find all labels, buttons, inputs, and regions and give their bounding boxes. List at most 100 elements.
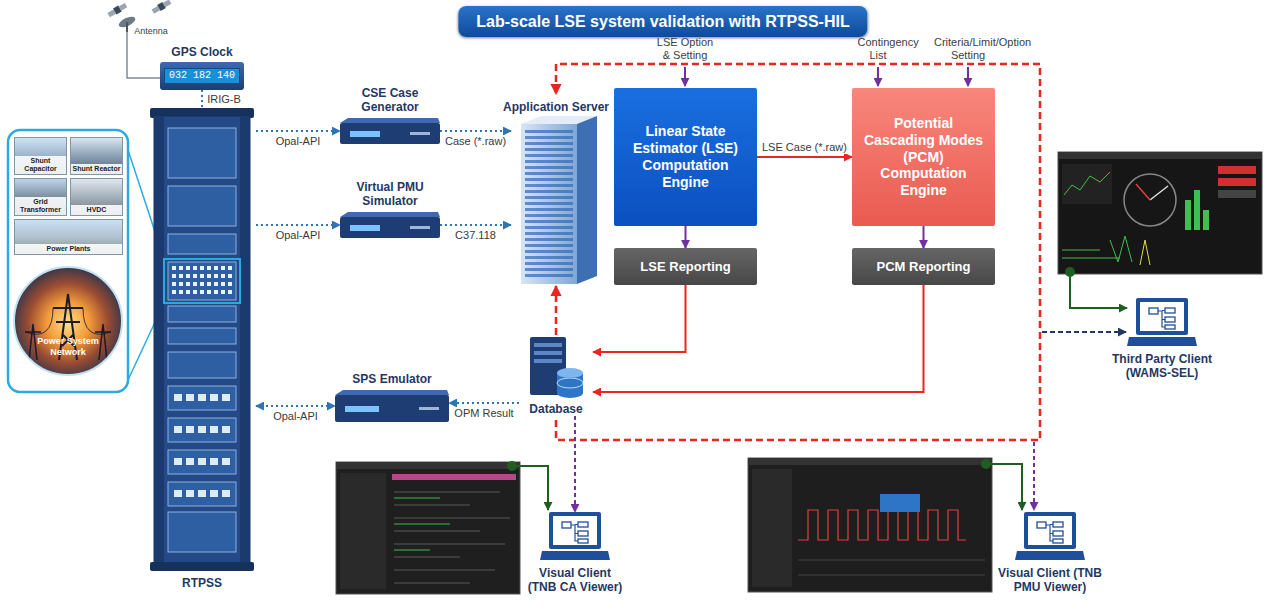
rect-shape — [168, 306, 236, 322]
edge-label: C37.118 — [453, 229, 498, 242]
rect-shape — [154, 116, 250, 564]
rect-shape — [172, 274, 176, 278]
polygon-shape — [335, 390, 449, 395]
equipment-tile: HVDC — [70, 178, 123, 216]
network-label: Power System Network — [28, 336, 108, 374]
device-label: SPS Emulator — [352, 372, 431, 386]
path-shape — [127, 32, 160, 78]
rect-shape — [1028, 516, 1072, 545]
rect-shape — [525, 196, 573, 199]
tile-label: Power Plants — [15, 244, 122, 254]
device-label: Virtual PMU Simulator — [356, 180, 424, 208]
client-label: Third Party Client (WAMS-SEL) — [1112, 352, 1212, 380]
view-connector — [512, 466, 548, 510]
client-laptop: Visual Client (TNB PMU Viewer) — [985, 512, 1115, 594]
rect-shape — [419, 407, 439, 410]
rect-shape — [525, 256, 573, 259]
rect-shape — [1053, 522, 1063, 527]
rect-shape — [1218, 190, 1256, 198]
edge-label: Opal-API — [274, 135, 323, 148]
rect-shape — [221, 290, 225, 294]
device-unit — [340, 212, 440, 238]
rect-shape — [168, 262, 236, 300]
rect-shape — [168, 386, 236, 410]
report-box: LSE Reporting — [614, 248, 757, 285]
rect-shape — [222, 458, 230, 465]
rect-shape — [168, 186, 236, 226]
connector — [555, 286, 558, 335]
rect-shape — [154, 116, 164, 564]
rect-shape — [525, 220, 573, 223]
rect-shape — [221, 266, 225, 270]
rect-shape — [168, 482, 236, 506]
rect-shape — [207, 282, 211, 286]
edge-label: Opal-API — [274, 229, 323, 242]
rect-shape — [193, 282, 197, 286]
rect-shape — [210, 490, 218, 497]
line-shape — [126, 22, 128, 32]
circle-shape — [1124, 174, 1176, 226]
rect-shape — [350, 131, 380, 137]
line-shape — [1136, 184, 1150, 200]
rect-shape — [150, 562, 254, 571]
server-tower — [511, 116, 601, 286]
rect-shape — [525, 190, 573, 193]
rect-shape — [335, 395, 449, 422]
svg-shape — [340, 212, 440, 238]
rect-shape — [228, 274, 232, 278]
rect-shape — [207, 274, 211, 278]
rect-shape — [186, 394, 194, 401]
svg-shape — [148, 108, 256, 573]
case-generator: CSE Case Generator — [335, 86, 445, 144]
rect-shape — [200, 266, 204, 270]
path-shape — [25, 308, 111, 334]
rect-shape — [186, 290, 190, 294]
title-banner: Lab-scale LSE system validation with RTP… — [458, 6, 867, 37]
rect-shape — [410, 132, 430, 135]
path-shape — [1015, 551, 1085, 560]
svg-shape — [540, 512, 610, 564]
rect-shape — [174, 458, 182, 465]
rect-shape — [214, 290, 218, 294]
path-shape — [1158, 311, 1165, 328]
rect-shape — [340, 123, 440, 144]
rect-shape — [214, 274, 218, 278]
screenshot-wams — [1058, 152, 1262, 274]
path-shape — [1046, 525, 1053, 542]
rect-shape — [193, 266, 197, 270]
rect-shape — [1203, 210, 1209, 230]
rect-shape — [525, 148, 573, 151]
input-arrow — [967, 67, 969, 86]
path-shape — [394, 492, 510, 583]
connector — [256, 130, 340, 132]
rect-shape — [525, 238, 573, 241]
rect-shape — [240, 116, 250, 564]
connector — [449, 402, 519, 404]
edge-label: OPM Result — [452, 407, 515, 420]
network-circle: Power System Network — [13, 266, 123, 376]
client-arrow — [1033, 442, 1035, 510]
rect-shape — [193, 274, 197, 278]
rect-shape — [525, 208, 573, 211]
rect-shape — [525, 172, 573, 175]
rect-shape — [193, 290, 197, 294]
rect-shape — [525, 154, 573, 157]
rect-shape — [198, 458, 206, 465]
rect-shape — [210, 394, 218, 401]
rect-shape — [534, 351, 562, 355]
path-shape — [798, 510, 966, 540]
rect-shape — [119, 3, 128, 11]
rect-shape — [525, 250, 573, 253]
device-label: Database — [529, 402, 582, 416]
title-text: Lab-scale LSE system validation with RTP… — [476, 12, 849, 31]
rect-shape — [1140, 302, 1184, 331]
device-unit — [340, 118, 440, 144]
rect-shape — [200, 282, 204, 286]
rect-shape — [214, 266, 218, 270]
path-shape — [1064, 172, 1110, 195]
rect-shape — [525, 142, 573, 145]
rect-shape — [578, 531, 588, 536]
input-label: Criteria/Limit/Option Setting — [934, 36, 1002, 62]
rect-shape — [525, 226, 573, 229]
